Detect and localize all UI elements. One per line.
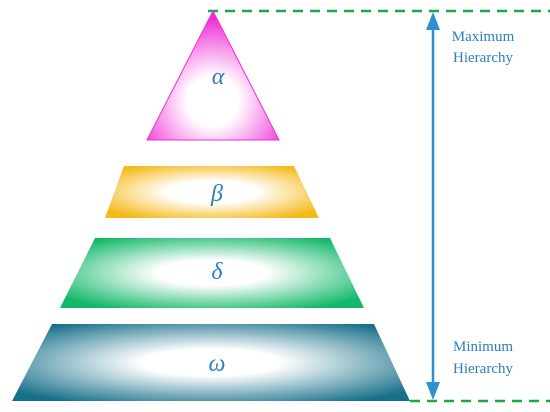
maximum-hierarchy-label-line2: Hierarchy xyxy=(453,50,513,66)
layer-omega-label: ω xyxy=(209,351,226,377)
layer-delta-label: δ xyxy=(211,259,223,285)
minimum-hierarchy-label-line1: Minimum xyxy=(453,339,513,355)
minimum-hierarchy-label-line2: Hierarchy xyxy=(453,361,513,377)
maximum-hierarchy-label-line1: Maximum xyxy=(452,29,515,45)
layer-beta-shape xyxy=(105,166,319,218)
hierarchy-arrow-head-bottom xyxy=(426,382,440,400)
hierarchy-arrow-head-top xyxy=(426,12,440,30)
layer-alpha-label: α xyxy=(212,64,225,90)
layer-omega-shape xyxy=(12,324,410,401)
layer-beta-label: β xyxy=(210,181,223,207)
layer-delta-shape xyxy=(60,238,364,308)
layer-alpha-shape xyxy=(146,9,280,141)
